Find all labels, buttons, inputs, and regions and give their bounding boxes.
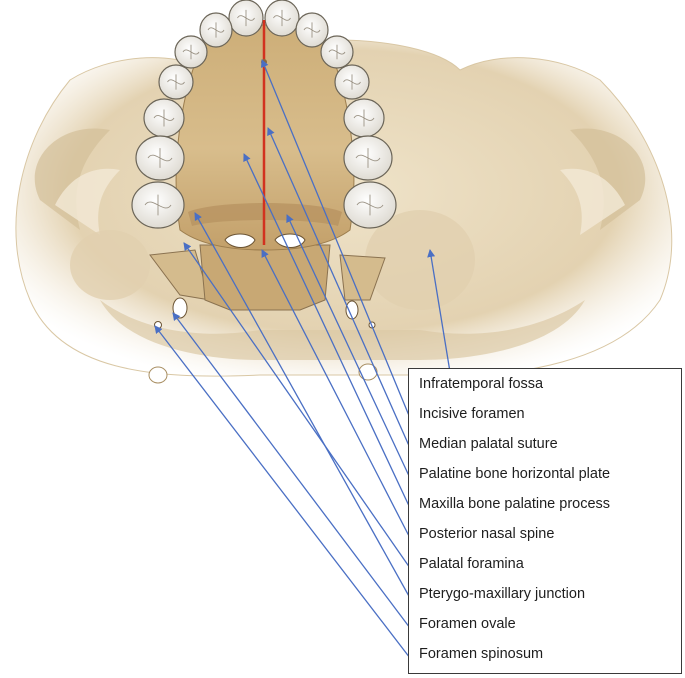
leader-line-10 (154, 325, 411, 659)
label-box: Infratemporal fossa Incisive foramen Med… (408, 368, 682, 674)
leader-lines (154, 59, 451, 659)
leader-line-7 (183, 242, 411, 569)
leader-line-9 (172, 312, 411, 629)
leader-line-1 (427, 249, 451, 373)
label-maxilla-bone-palatine-process: Maxilla bone palatine process (419, 496, 611, 512)
label-foramen-ovale: Foramen ovale (419, 616, 516, 632)
tooth-fissure (167, 74, 185, 90)
leader-line-4 (286, 214, 411, 479)
tooth-fissure (328, 44, 346, 60)
tooth-fissure (356, 194, 384, 216)
leader-line-3 (267, 127, 411, 449)
label-pterygo-maxillary-junction: Pterygo-maxillary junction (419, 586, 586, 602)
label-posterior-nasal-spine: Posterior nasal spine (419, 526, 555, 542)
label-foramen-spinosum: Foramen spinosum (419, 646, 544, 662)
label-palatine-bone-horizontal-plate: Palatine bone horizontal plate (419, 466, 611, 482)
tooth-fissure (273, 9, 291, 27)
foramen-ovale-right (345, 300, 359, 320)
leader-line-2 (260, 59, 411, 419)
label-median-palatal-suture: Median palatal suture (419, 436, 558, 452)
label-palatal-foramina: Palatal foramina (419, 556, 524, 572)
tooth-fissure (153, 109, 175, 127)
maxillary-dentition (131, 0, 397, 229)
pterygoid-plates (149, 244, 386, 311)
tooth-fissure (182, 44, 200, 60)
tooth-fissure (303, 22, 321, 38)
tooth-fissure (343, 74, 361, 90)
leader-line-6 (261, 249, 411, 539)
leader-line-5 (243, 153, 411, 509)
tooth-fissure (147, 148, 173, 168)
leader-line-8 (194, 212, 411, 599)
tooth-fissure (355, 148, 381, 168)
tooth-fissure (144, 194, 172, 216)
tooth-fissure (237, 9, 255, 27)
tooth-fissure (353, 109, 375, 127)
label-infratemporal-fossa: Infratemporal fossa (419, 376, 544, 392)
tooth-fissure (207, 22, 225, 38)
label-incisive-foramen: Incisive foramen (419, 406, 525, 422)
